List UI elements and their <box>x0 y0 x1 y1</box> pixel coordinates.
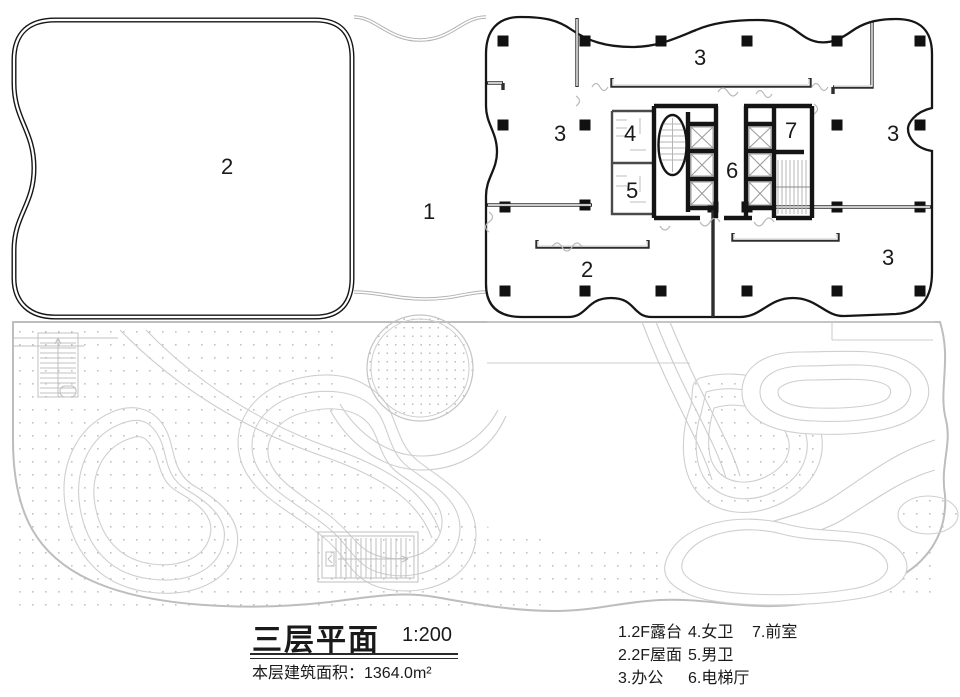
site-stair-small <box>13 332 118 398</box>
elevator-cab <box>690 181 714 206</box>
legend-item: 2.2F屋面 <box>618 647 683 664</box>
roof-slab-large <box>11 17 355 320</box>
contour-blob-bottom-right <box>664 518 908 606</box>
legend-item: 6.电梯厅 <box>688 670 750 687</box>
legend-item: 7.前室 <box>752 624 798 641</box>
room-labels: 3 3 4 5 6 7 3 2 3 <box>554 45 899 282</box>
room-label-office-left: 3 <box>554 121 566 146</box>
elevator-cab <box>690 153 714 177</box>
room-label-vestibule: 7 <box>785 118 797 143</box>
room-label-roof-large: 2 <box>221 154 233 179</box>
terrace-2f <box>353 15 487 301</box>
legend-item: 4.女卫 <box>688 624 734 641</box>
elevator-cab <box>748 126 772 149</box>
legend-item: 3.办公 <box>618 670 664 687</box>
legend-item: 1.2F露台 <box>618 624 683 641</box>
contour-rounded-right <box>741 350 930 435</box>
room-label-office-right-bottom: 3 <box>882 245 894 270</box>
planting-oval-small <box>897 495 959 535</box>
core <box>610 103 815 221</box>
landscape-site <box>12 314 959 613</box>
floor-plan-drawing: 3 3 4 5 6 7 3 2 3 2 1 <box>11 15 959 613</box>
tower-plan: 3 3 4 5 6 7 3 2 3 <box>484 15 934 319</box>
elevator-cab <box>748 153 772 177</box>
garden-circle <box>366 314 474 422</box>
room-label-roof-lower: 2 <box>581 257 593 282</box>
legend-column-1: 1.2F露台 2.2F屋面 3.办公 <box>618 621 682 690</box>
room-label-women-wc: 4 <box>624 121 636 146</box>
room-label-terrace: 1 <box>423 199 435 224</box>
legend-column-3: 7.前室 <box>752 621 797 644</box>
title-underline <box>250 653 458 659</box>
wc-fixtures <box>616 118 646 203</box>
elevator-cab <box>690 126 714 149</box>
floor-area-text: 本层建筑面积：1364.0m² <box>252 665 432 682</box>
drawing-title: 三层平面 <box>252 624 380 657</box>
room-label-office-top: 3 <box>694 45 706 70</box>
wc-block <box>610 109 652 216</box>
legend-column-2: 4.女卫 5.男卫 6.电梯厅 <box>688 621 749 690</box>
elevator-shafts <box>690 126 772 206</box>
site-stair-wide <box>317 531 419 583</box>
room-label-office-right-top: 3 <box>887 121 899 146</box>
straight-stair <box>776 160 810 214</box>
contour-blob-left <box>63 407 239 594</box>
core-walls <box>651 103 815 221</box>
legend-item: 5.男卫 <box>688 647 734 664</box>
oval-stair <box>657 113 688 177</box>
drawing-scale: 1:200 <box>402 624 453 646</box>
room-label-elevator-hall: 6 <box>726 158 738 183</box>
elevator-cab <box>748 181 772 206</box>
room-label-men-wc: 5 <box>626 178 638 203</box>
